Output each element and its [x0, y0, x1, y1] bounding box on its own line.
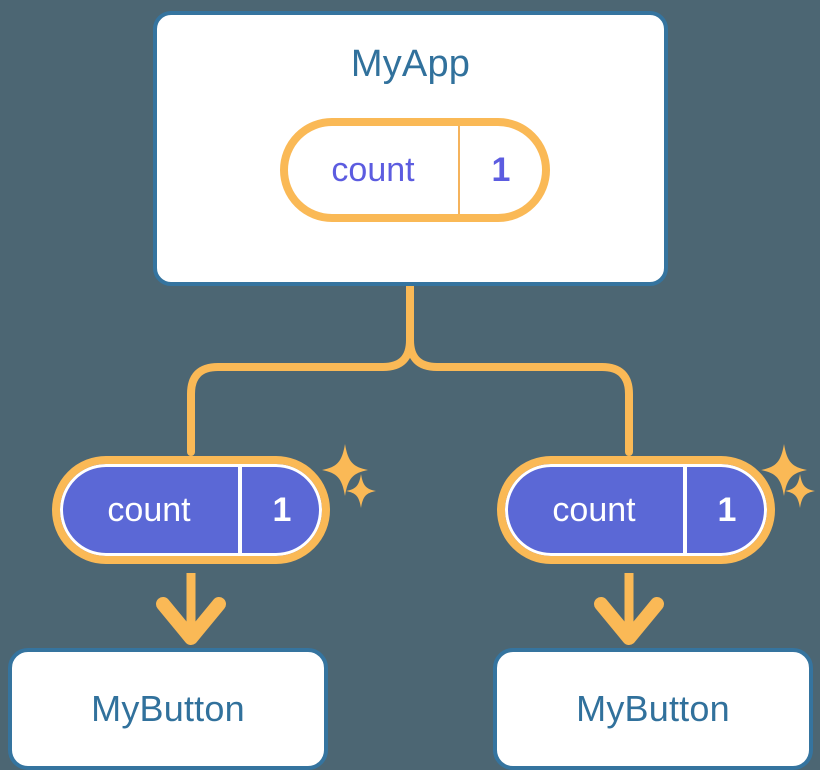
state-pill-body: count 1	[52, 456, 330, 564]
state-pill-body: count 1	[280, 118, 550, 222]
component-card-myapp[interactable]: MyApp	[153, 11, 668, 286]
state-pill-right[interactable]: count 1	[486, 445, 786, 575]
state-pill-key: count	[331, 150, 415, 189]
state-pill-key: count	[552, 490, 636, 529]
component-card-mybutton-right[interactable]: MyButton	[493, 648, 813, 770]
sparkle-icon-left-large	[322, 444, 368, 496]
state-pill-key: count	[107, 490, 191, 529]
state-pill-body: count 1	[497, 456, 775, 564]
component-title-myapp: MyApp	[350, 43, 471, 85]
state-pill-value: 1	[683, 464, 767, 556]
sparkle-icon-right-small	[785, 474, 815, 508]
state-pill-left[interactable]: count 1	[41, 445, 341, 575]
component-card-mybutton-left[interactable]: MyButton	[8, 648, 328, 770]
state-pill-value: 1	[238, 464, 322, 556]
connector-fork-right	[406, 282, 633, 456]
component-title-mybutton-right: MyButton	[576, 688, 730, 729]
arrow-down-icon-left	[156, 573, 226, 645]
connector-fork	[187, 282, 414, 456]
state-pill-value: 1	[458, 126, 542, 214]
arrow-down-icon-right	[594, 573, 664, 645]
sparkle-icon-left-small	[346, 474, 376, 508]
component-title-mybutton-left: MyButton	[91, 688, 245, 729]
state-pill-myapp[interactable]: count 1	[269, 107, 561, 233]
